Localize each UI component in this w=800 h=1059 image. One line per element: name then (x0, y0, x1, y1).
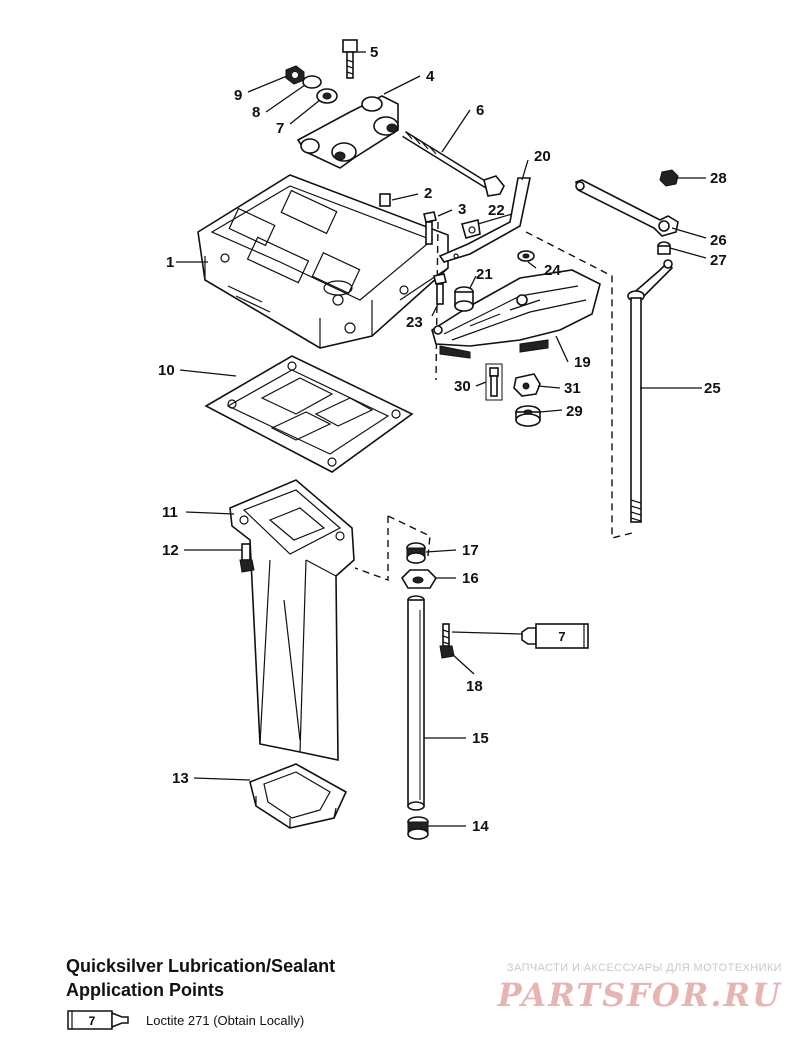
legend-title-line1: Quicksilver Lubrication/Sealant (66, 956, 336, 976)
callout-numbers: 1 2 3 4 5 6 7 8 9 10 11 12 13 14 15 16 1… (158, 44, 727, 835)
sealant-tube-number: 7 (558, 629, 565, 644)
pivot-block (296, 95, 399, 169)
callout-13: 13 (172, 770, 189, 787)
sealant-tube-legend-icon: 7 (67, 1010, 129, 1030)
callout-19: 19 (574, 354, 591, 371)
legend-item-text: Loctite 271 (Obtain Locally) (146, 1012, 305, 1028)
long-bolt-6 (402, 131, 505, 197)
callout-12: 12 (162, 542, 179, 559)
callout-21: 21 (476, 266, 493, 283)
bushing-21 (454, 286, 474, 312)
shift-lever-26 (575, 179, 679, 237)
retainer-16 (400, 569, 438, 589)
callout-20: 20 (534, 148, 551, 165)
dashed-guide-b (525, 231, 637, 539)
callout-8: 8 (252, 104, 260, 121)
shift-shaft-25 (627, 259, 674, 523)
callout-24: 24 (544, 262, 561, 279)
callout-3: 3 (458, 201, 466, 218)
callout-25: 25 (704, 380, 721, 397)
callout-7: 7 (276, 120, 284, 137)
leader-lines (176, 51, 707, 827)
cowl-bracket-19 (431, 269, 601, 359)
screw-18 (439, 623, 455, 659)
dashed-guide-a (435, 221, 439, 381)
bracket-20 (438, 177, 531, 263)
callout-11: 11 (162, 504, 178, 521)
adapter-plate (197, 174, 449, 349)
callout-30: 30 (454, 378, 471, 395)
callout-28: 28 (710, 170, 727, 187)
callout-1: 1 (166, 254, 174, 271)
screw-12 (239, 543, 255, 573)
washer-24 (517, 250, 535, 262)
callout-31: 31 (564, 380, 581, 397)
exhaust-housing-11 (229, 479, 355, 761)
bolt-5 (342, 39, 358, 79)
legend-title-line2: Application Points (66, 980, 225, 1000)
insert-22 (461, 219, 481, 239)
callout-6: 6 (476, 102, 484, 119)
callout-9: 9 (234, 87, 242, 104)
watermark: ЗАПЧАСТИ И АКСЕССУАРЫ ДЛЯ МОТОТЕХНИКИ PA… (498, 962, 782, 1014)
grommet-17 (406, 542, 426, 564)
dowel-pin-2 (379, 193, 391, 207)
legend-tube-number: 7 (89, 1014, 96, 1028)
nut-28 (659, 169, 679, 187)
seal-14 (407, 816, 429, 840)
watermark-logo: PARTSFOR.RU (497, 976, 782, 1014)
callout-23: 23 (406, 314, 423, 331)
callout-18: 18 (466, 678, 483, 695)
callout-2: 2 (424, 185, 432, 202)
watermark-tagline: ЗАПЧАСТИ И АКСЕССУАРЫ ДЛЯ МОТОТЕХНИКИ (506, 962, 782, 974)
keeper-27 (657, 241, 671, 255)
seal-13 (249, 763, 348, 829)
dashed-guide-c (354, 516, 389, 581)
screw-23 (433, 273, 447, 305)
screw-3 (423, 211, 437, 245)
callout-4: 4 (426, 68, 435, 85)
legend-item: 7 Loctite 271 (Obtain Locally) (66, 1008, 304, 1032)
callout-14: 14 (472, 818, 489, 835)
callout-29: 29 (566, 403, 583, 420)
exploded-parts-diagram: 7 1 2 3 (158, 39, 727, 840)
callout-26: 26 (710, 232, 727, 249)
callout-10: 10 (158, 362, 175, 379)
clip-31 (513, 373, 541, 397)
water-tube-15 (407, 595, 425, 811)
nut-9 (285, 65, 305, 85)
callout-5: 5 (370, 44, 378, 61)
legend-title: Quicksilver Lubrication/Sealant Applicat… (66, 954, 426, 1002)
gasket-10 (204, 355, 414, 473)
callout-15: 15 (472, 730, 489, 747)
dashed-guide-d (387, 515, 431, 557)
washer-8 (302, 75, 322, 89)
callout-16: 16 (462, 570, 479, 587)
washer-7-hole (322, 92, 332, 100)
grommet-29 (515, 405, 541, 427)
callout-22: 22 (488, 202, 505, 219)
sealant-tube-icon: 7 (521, 623, 589, 649)
callout-17: 17 (462, 542, 479, 559)
part-30-screw (485, 363, 503, 401)
callout-27: 27 (710, 252, 727, 269)
